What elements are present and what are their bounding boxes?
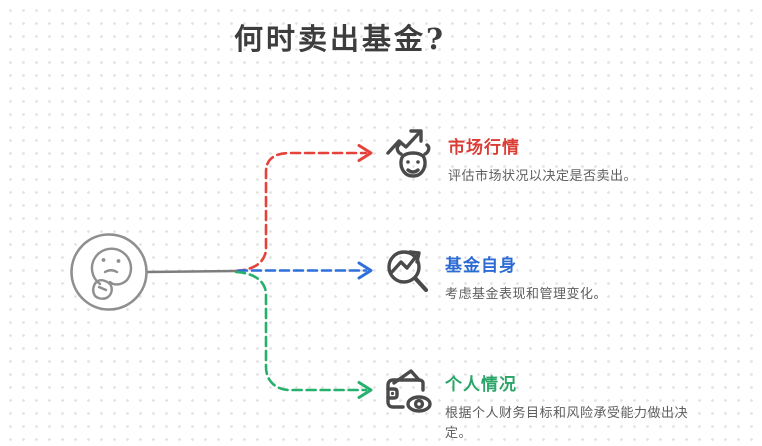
node-market-description: 评估市场状况以决定是否卖出。 xyxy=(448,169,638,184)
node-personal: 个人情况 根据个人财务目标和风险承受能力做出决定。 xyxy=(381,364,695,444)
branch-line-personal xyxy=(234,270,368,392)
arrowhead-market xyxy=(357,144,373,162)
branch-line-market xyxy=(234,151,368,273)
node-personal-description: 根据个人财务目标和风险承受能力做出决定。 xyxy=(445,406,689,442)
magnifier-trend-icon xyxy=(387,250,429,293)
bull-trend-icon xyxy=(386,129,431,178)
node-market-label: 市场行情 xyxy=(448,138,520,158)
node-fund-label: 基金自身 xyxy=(445,256,517,276)
node-fund-description: 考虑基金表现和管理变化。 xyxy=(445,287,608,302)
trunk-line xyxy=(145,269,238,274)
node-market: 市场行情 评估市场状况以决定是否卖出。 xyxy=(384,127,637,187)
node-fund: 基金自身 考虑基金表现和管理变化。 xyxy=(381,245,607,305)
arrowhead-fund xyxy=(357,261,373,280)
thinking-face-icon xyxy=(70,233,148,311)
arrowhead-personal xyxy=(357,381,373,399)
node-personal-label: 个人情况 xyxy=(445,375,517,395)
diagram-title: 何时卖出基金? xyxy=(234,22,446,56)
wallet-eye-icon xyxy=(386,369,432,413)
